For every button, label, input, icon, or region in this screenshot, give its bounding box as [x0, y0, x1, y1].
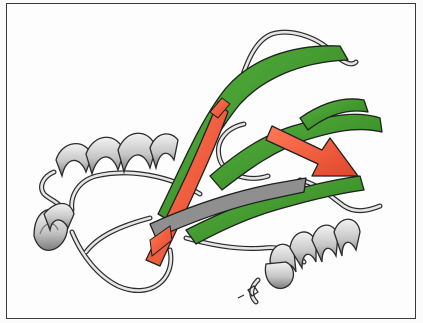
terminal-marks	[238, 286, 258, 298]
coil-middle-loop	[86, 218, 150, 252]
helix-right	[265, 219, 360, 288]
